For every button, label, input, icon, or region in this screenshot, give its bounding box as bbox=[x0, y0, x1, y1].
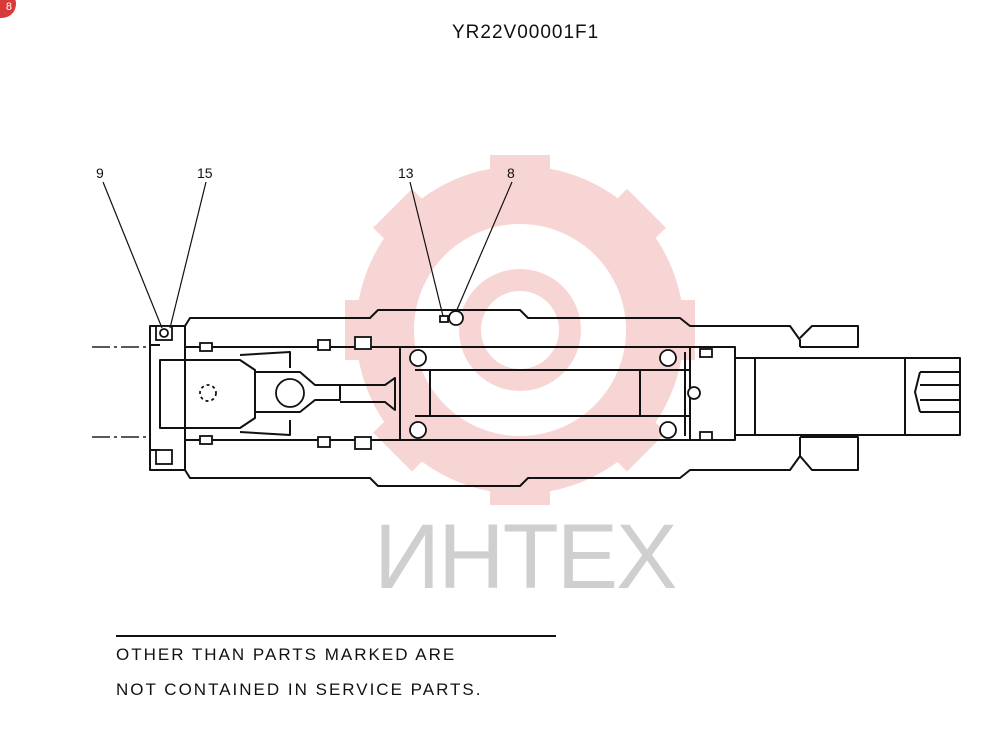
leader-lines bbox=[102, 181, 513, 329]
callout-13: 13 bbox=[398, 165, 414, 181]
callout-9: 9 bbox=[96, 165, 104, 181]
watermark-gear-icon bbox=[345, 155, 695, 505]
note-line-2: NOT CONTAINED IN SERVICE PARTS. bbox=[116, 680, 483, 699]
watermark-text: ИНТЕХ bbox=[374, 506, 677, 608]
corner-badge: 8 bbox=[0, 0, 16, 18]
callout-8: 8 bbox=[507, 165, 515, 181]
seals-and-balls bbox=[155, 310, 713, 465]
valve-body-outline bbox=[149, 309, 961, 487]
note-divider bbox=[116, 635, 556, 637]
note-line-1: OTHER THAN PARTS MARKED ARE bbox=[116, 645, 457, 664]
centerlines bbox=[92, 346, 150, 438]
drawing-id: YR22V00001F1 bbox=[452, 22, 600, 43]
callout-15: 15 bbox=[197, 165, 213, 181]
